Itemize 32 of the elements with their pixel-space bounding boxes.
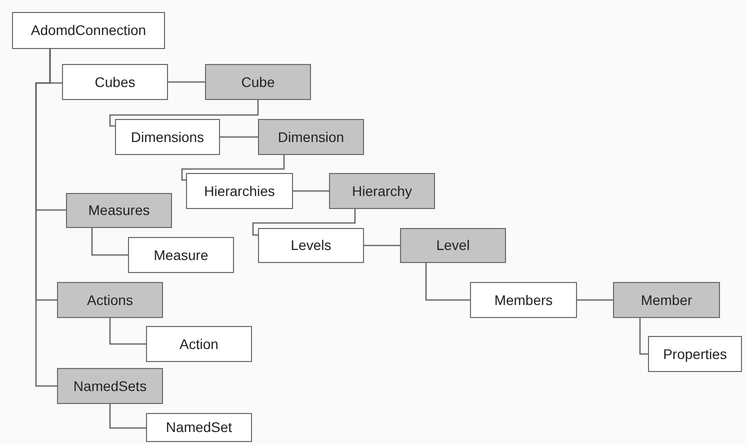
collection-box: Cubes <box>62 64 168 100</box>
collection-box: Measure <box>128 237 234 273</box>
collection-box: Hierarchies <box>186 173 293 209</box>
class-box: NamedSets <box>57 368 163 404</box>
class-box: Hierarchy <box>329 173 435 209</box>
collection-box: AdomdConnection <box>12 12 165 49</box>
class-box: Cube <box>205 64 311 100</box>
connector-line <box>181 155 285 181</box>
connector-line <box>252 209 356 236</box>
collection-box: NamedSet <box>146 413 252 442</box>
class-box: Dimension <box>258 119 364 155</box>
connector-line <box>35 49 57 387</box>
class-box: Level <box>400 228 506 263</box>
class-box: Actions <box>57 282 163 318</box>
connector-line <box>425 263 470 301</box>
collection-box: Properties <box>648 336 742 372</box>
connector-line <box>91 228 128 256</box>
connector-line <box>577 299 613 301</box>
collection-box: Dimensions <box>115 119 220 155</box>
connector-line <box>639 318 648 355</box>
connector-line <box>220 136 258 138</box>
connector-line <box>109 100 259 127</box>
class-box: Member <box>613 282 720 318</box>
connector-line <box>364 244 400 246</box>
connector-line <box>293 190 329 192</box>
connector-line <box>109 318 146 345</box>
class-box: Measures <box>66 193 172 228</box>
collection-box: Action <box>146 326 252 362</box>
collection-box: Levels <box>258 228 364 263</box>
collection-box: Members <box>470 282 577 318</box>
connector-line <box>109 404 146 429</box>
connector-line <box>168 81 205 83</box>
